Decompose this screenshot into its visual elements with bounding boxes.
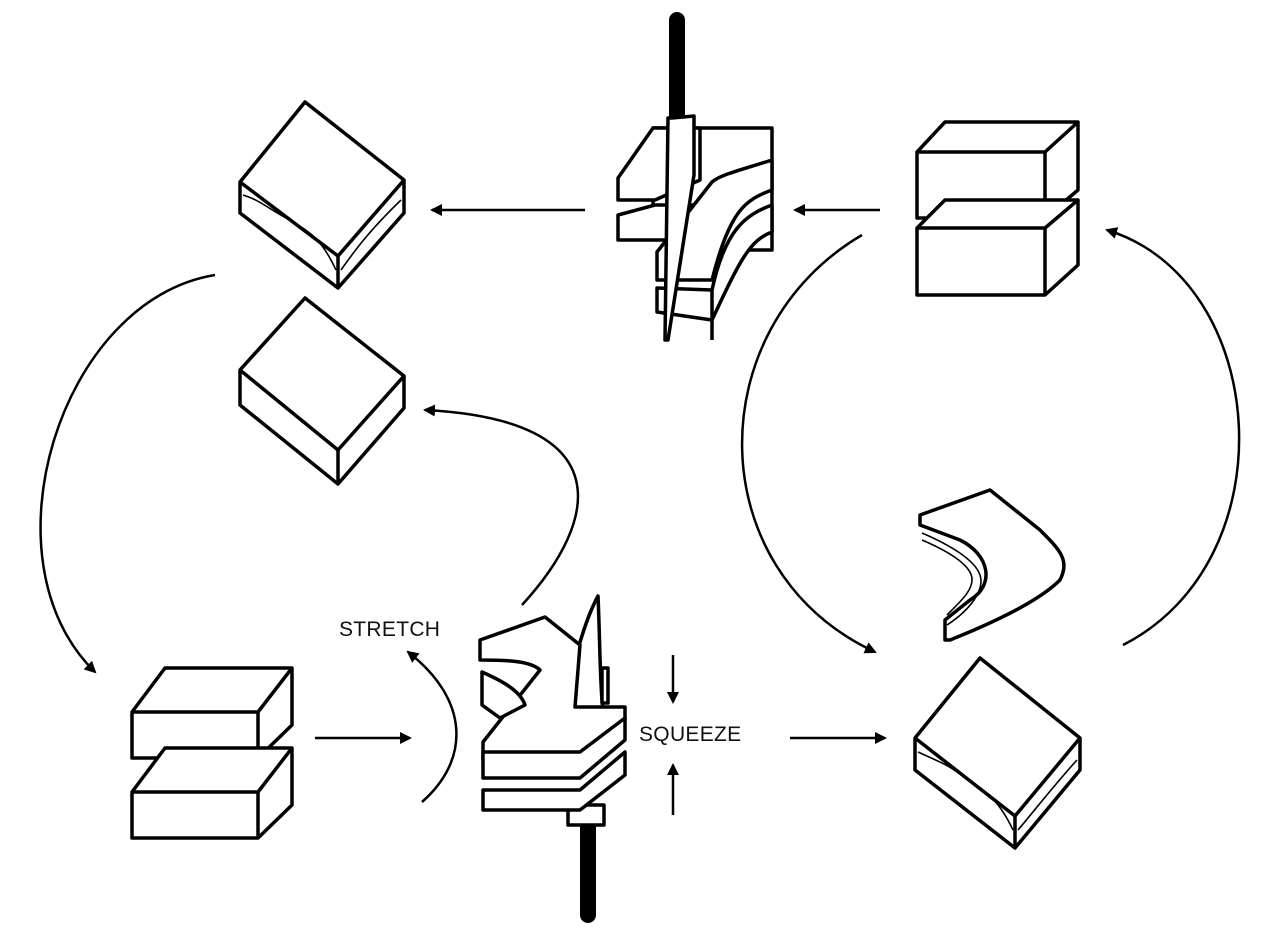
stretch-arrow: [406, 650, 458, 803]
curved-arrow-right-inner: [740, 233, 877, 654]
stacked-blocks-bottom-left: [130, 666, 294, 840]
folded-laminated-piece: [918, 488, 1066, 642]
squeeze-label: SQUEEZE: [639, 723, 741, 746]
plain-block-left: [238, 296, 406, 486]
sheared-stack-bottom: [478, 594, 627, 923]
curved-arrow-right-outer: [1105, 227, 1241, 647]
stacked-blocks-top-right: [915, 120, 1080, 297]
laminated-block-bottom-right: [913, 656, 1082, 850]
sheared-stack-top: [616, 12, 774, 342]
curved-arrow-center: [423, 404, 580, 606]
stretch-label: STRETCH: [339, 618, 440, 641]
curved-arrow-left: [39, 273, 216, 674]
laminated-block-top-left: [238, 100, 406, 290]
